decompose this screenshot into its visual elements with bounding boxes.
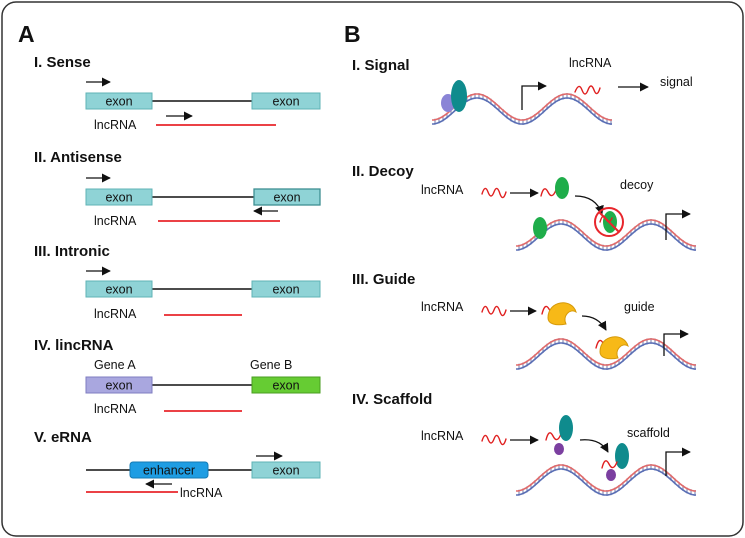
gene-b-exon (251, 376, 321, 394)
erna-exon-label: exon (272, 464, 299, 478)
scaffold-move-arrow (579, 439, 609, 453)
scaffold-title: IV. Scaffold (352, 391, 432, 408)
scaffold-bound-purple-protein (606, 469, 616, 481)
intronic-exon-2-label: exon (272, 283, 299, 297)
section-lincrna: IV. lincRNA Gene A Gene B exon exon lncR… (34, 337, 321, 416)
lincrna-title: IV. lincRNA (34, 337, 114, 354)
decoy-complex-green-protein (555, 177, 569, 199)
antisense-lncrna-label: lncRNA (94, 214, 137, 228)
guide-lncrna-squiggle (481, 305, 507, 317)
guide-lncrna-label: lncRNA (421, 300, 464, 314)
section-signal: I. Signal lncRNA signal (352, 56, 693, 125)
decoy-title: II. Decoy (352, 163, 414, 180)
sense-exon-2-label: exon (272, 95, 299, 109)
antisense-title: II. Antisense (34, 149, 122, 166)
guide-dna-helix (515, 338, 697, 370)
panel-b: B I. Signal lncRNA signal II. Decoy lncR… (344, 21, 697, 496)
scaffold-bound-teal-protein (615, 443, 629, 469)
scaffold-complex-rna (545, 432, 562, 441)
erna-exon (251, 461, 321, 479)
antisense-exon-2 (253, 188, 321, 206)
gene-a-label: Gene A (94, 358, 136, 372)
decoy-prohibition-slash (598, 211, 620, 233)
panel-b-letter: B (344, 21, 361, 47)
enhancer-label: enhancer (143, 464, 195, 478)
panel-a: A I. Sense exon exon lncRNA II. Antisens… (18, 21, 321, 500)
scaffold-complex-teal-protein (559, 415, 573, 441)
scaffold-lncrna-label: lncRNA (421, 429, 464, 443)
decoy-prohibition-circle (594, 207, 624, 237)
signal-title: I. Signal (352, 57, 410, 74)
decoy-lncrna-squiggle (481, 187, 507, 199)
gene-b-label: Gene B (250, 358, 292, 372)
intronic-exon-2 (251, 280, 321, 298)
sense-title: I. Sense (34, 54, 91, 71)
gene-a-exon-label: exon (105, 379, 132, 393)
section-scaffold: IV. Scaffold lncRNA scaffold (352, 391, 697, 496)
signal-lncrna-label: lncRNA (569, 56, 612, 70)
sense-lncrna-label: lncRNA (94, 118, 137, 132)
scaffold-bound-rna (601, 460, 618, 469)
guide-complex-yellow-protein (547, 302, 577, 326)
lincrna-lncrna-label: lncRNA (94, 402, 137, 416)
signal-outcome-label: signal (660, 75, 693, 89)
guide-tss-arrow (663, 329, 689, 356)
intronic-lncrna-label: lncRNA (94, 307, 137, 321)
scaffold-tss-arrow (665, 447, 691, 476)
antisense-exon-1-label: exon (105, 191, 132, 205)
decoy-bound-green-protein (533, 217, 547, 239)
guide-title: III. Guide (352, 271, 415, 288)
scaffold-lncrna-squiggle (481, 434, 507, 446)
enhancer-box (129, 461, 209, 479)
intronic-exon-1 (85, 280, 153, 298)
decoy-outcome-label: decoy (620, 178, 654, 192)
gene-a-exon (85, 376, 153, 394)
decoy-lncrna-label: lncRNA (421, 183, 464, 197)
section-intronic: III. Intronic exon exon lncRNA (34, 243, 321, 321)
signal-teal-protein (451, 80, 467, 112)
dna-strand-2 (515, 342, 697, 370)
panel-a-letter: A (18, 21, 35, 47)
section-antisense: II. Antisense exon exon lncRNA (34, 149, 321, 228)
guide-bound-yellow-protein (599, 336, 629, 360)
dna-strand-1 (515, 338, 697, 366)
antisense-exon-2-label: exon (273, 191, 300, 205)
sense-exon-1-label: exon (105, 95, 132, 109)
gene-b-exon-label: exon (272, 379, 299, 393)
signal-lncrna-squiggle (574, 85, 601, 95)
antisense-exon-1 (85, 188, 153, 206)
intronic-title: III. Intronic (34, 243, 110, 260)
section-guide: III. Guide lncRNA guide (352, 271, 697, 370)
scaffold-outcome-label: scaffold (627, 426, 670, 440)
erna-lncrna-label: lncRNA (180, 486, 223, 500)
intronic-exon-1-label: exon (105, 283, 132, 297)
scaffold-complex-purple-protein (554, 443, 564, 455)
guide-move-arrow (581, 315, 607, 331)
section-decoy: II. Decoy lncRNA decoy (352, 163, 697, 251)
section-sense: I. Sense exon exon lncRNA (34, 54, 321, 132)
decoy-tss-arrow (665, 209, 691, 240)
signal-tss-arrow (521, 81, 547, 110)
sense-exon-1 (85, 92, 153, 110)
erna-title: V. eRNA (34, 429, 92, 446)
guide-outcome-label: guide (624, 300, 655, 314)
sense-exon-2 (251, 92, 321, 110)
section-erna: V. eRNA enhancer exon lncRNA (34, 429, 321, 500)
